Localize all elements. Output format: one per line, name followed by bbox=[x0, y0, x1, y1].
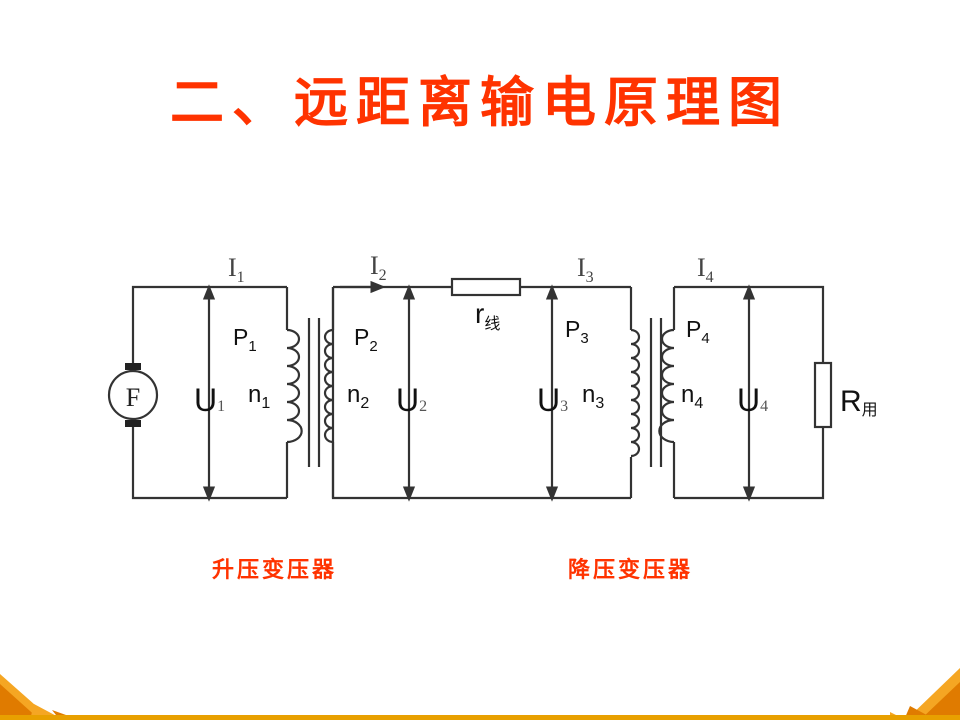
page-title: 二、远距离输电原理图 bbox=[170, 70, 790, 134]
step-up-transformer-caption: 升压变压器 bbox=[212, 557, 338, 583]
generator-brush-bottom bbox=[125, 420, 141, 427]
bottom-bar bbox=[0, 715, 960, 720]
line-resistor-label: r线 bbox=[475, 298, 500, 333]
coil-n2 bbox=[323, 328, 334, 444]
primary-loop-wire bbox=[131, 285, 287, 500]
turns-n1: n1 bbox=[248, 381, 270, 412]
load-resistor bbox=[813, 361, 833, 429]
generator bbox=[107, 369, 159, 421]
power-p4: P4 bbox=[686, 316, 710, 347]
generator-brush-top bbox=[125, 363, 141, 370]
coil-n4 bbox=[658, 328, 675, 444]
current-i1: I1 bbox=[228, 253, 245, 286]
generator-label: F bbox=[126, 383, 140, 412]
corner-decoration-left bbox=[0, 674, 80, 720]
coil-n1 bbox=[286, 328, 303, 444]
power-p3: P3 bbox=[565, 316, 589, 347]
secondary-loop-wire bbox=[674, 285, 825, 500]
turns-n2: n2 bbox=[347, 381, 369, 412]
load-resistor-label: R用 bbox=[840, 385, 878, 419]
step-down-transformer-caption: 降压变压器 bbox=[568, 557, 694, 583]
coil-n3 bbox=[630, 328, 641, 458]
corner-decoration-right bbox=[890, 668, 960, 720]
turns-n3: n3 bbox=[582, 381, 604, 412]
current-i4: I4 bbox=[697, 253, 714, 286]
voltage-u3: U3 bbox=[537, 382, 568, 418]
line-resistor bbox=[450, 277, 522, 297]
turns-n4: n4 bbox=[681, 381, 703, 412]
current-i3: I3 bbox=[577, 253, 594, 286]
current-i2: I2 bbox=[370, 251, 387, 284]
power-p2: P2 bbox=[354, 324, 378, 355]
voltage-u4: U4 bbox=[737, 382, 768, 418]
power-p1: P1 bbox=[233, 324, 257, 355]
voltage-u2: U2 bbox=[396, 382, 427, 418]
voltage-u1: U1 bbox=[194, 382, 225, 418]
